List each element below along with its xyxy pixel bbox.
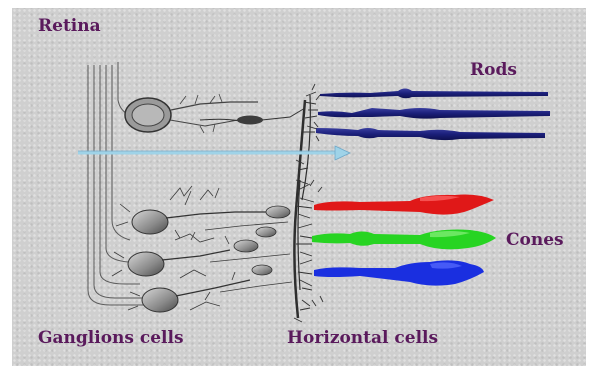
rods-label: Rods [470,60,517,80]
dendrites [112,186,292,310]
bipolar-cell [256,227,276,237]
cones-label: Cones [506,230,564,250]
retina-label: Retina [38,16,101,36]
rod [316,128,545,140]
ganglion-cells [112,186,292,312]
bipolar-cell [266,206,290,218]
rod [320,89,548,99]
cone-green [312,230,496,250]
amacrine-cell [125,94,258,133]
cones [312,195,496,286]
horizontal-cells-label: Horizontal cells [287,328,438,348]
ganglion-cells-label: Ganglions cells [38,328,184,348]
ganglion-cell [128,250,230,276]
bipolar-cell [252,265,272,275]
rod [318,108,550,119]
rod-bipolar-cell [200,108,305,125]
bipolar-cell [234,240,258,252]
ganglion-cell [132,210,270,234]
cone-red [314,195,494,215]
cone-blue [314,260,484,285]
rods [316,89,550,141]
